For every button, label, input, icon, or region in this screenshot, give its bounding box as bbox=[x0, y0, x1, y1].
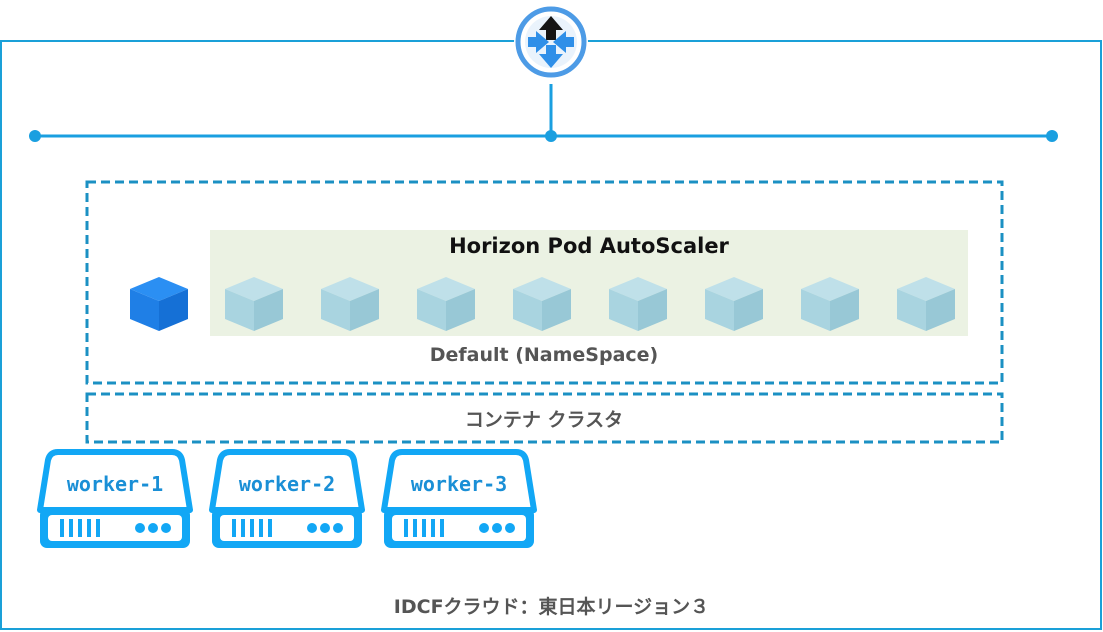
network-endpoint-left bbox=[29, 130, 41, 142]
worker-1-label: worker-1 bbox=[66, 472, 164, 496]
server-icon bbox=[37, 449, 193, 548]
pod-active-icon bbox=[130, 277, 188, 331]
pod-replica-icon bbox=[321, 277, 379, 331]
pod-replica-icon bbox=[225, 277, 283, 331]
namespace-box bbox=[85, 180, 1004, 385]
pod-replica-icon bbox=[897, 277, 955, 331]
cluster-label: コンテナ クラスタ bbox=[464, 409, 624, 431]
cluster-box bbox=[85, 392, 1004, 444]
pod-replica-icon bbox=[705, 277, 763, 331]
hpa-title: Horizon Pod AutoScaler bbox=[449, 234, 729, 258]
network-endpoint-right bbox=[1046, 130, 1058, 142]
pod-replica-icon bbox=[609, 277, 667, 331]
pod-replica-icon bbox=[417, 277, 475, 331]
replica-pods bbox=[225, 277, 955, 331]
worker-2-label: worker-2 bbox=[238, 472, 336, 496]
namespace-label: Default (NameSpace) bbox=[429, 344, 659, 366]
router-icon bbox=[514, 5, 588, 79]
server-icon bbox=[381, 449, 537, 548]
pod-replica-icon bbox=[513, 277, 571, 331]
server-icon bbox=[209, 449, 365, 548]
network-segment bbox=[29, 84, 1058, 142]
network-endpoint-center bbox=[545, 130, 557, 142]
workers bbox=[37, 449, 537, 548]
worker-3-label: worker-3 bbox=[410, 472, 508, 496]
region-label: IDCFクラウド：東日本リージョン３ bbox=[393, 596, 710, 618]
pod-replica-icon bbox=[801, 277, 859, 331]
